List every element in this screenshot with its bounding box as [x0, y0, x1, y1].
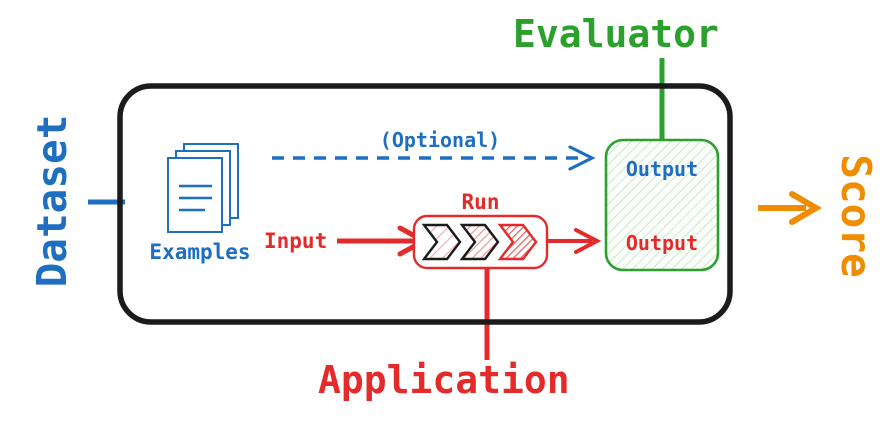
- input-label: Input: [264, 229, 328, 253]
- output-run-label: Output: [625, 231, 699, 255]
- run-label: Run: [461, 190, 500, 214]
- application-label: Application: [318, 358, 570, 402]
- optional-arrow: [272, 145, 596, 171]
- output-box: [604, 138, 720, 272]
- score-label: Score: [832, 154, 880, 278]
- score-arrow: [758, 191, 822, 225]
- run-box: [412, 214, 549, 270]
- output-reference-label: Output: [625, 157, 699, 181]
- optional-arrow-label: (Optional): [379, 128, 501, 152]
- dataset-label: Dataset: [28, 114, 76, 288]
- evaluator-label: Evaluator: [513, 12, 719, 56]
- evaluation-container: [117, 83, 733, 325]
- run-output-arrow: [548, 228, 602, 254]
- run-chevron-3: [497, 223, 538, 261]
- run-chevron-1: [421, 223, 462, 261]
- run-chevron-2: [459, 223, 500, 261]
- examples-label: Examples: [149, 240, 251, 264]
- document-stack-icon: [167, 143, 239, 233]
- input-arrow: [337, 225, 430, 257]
